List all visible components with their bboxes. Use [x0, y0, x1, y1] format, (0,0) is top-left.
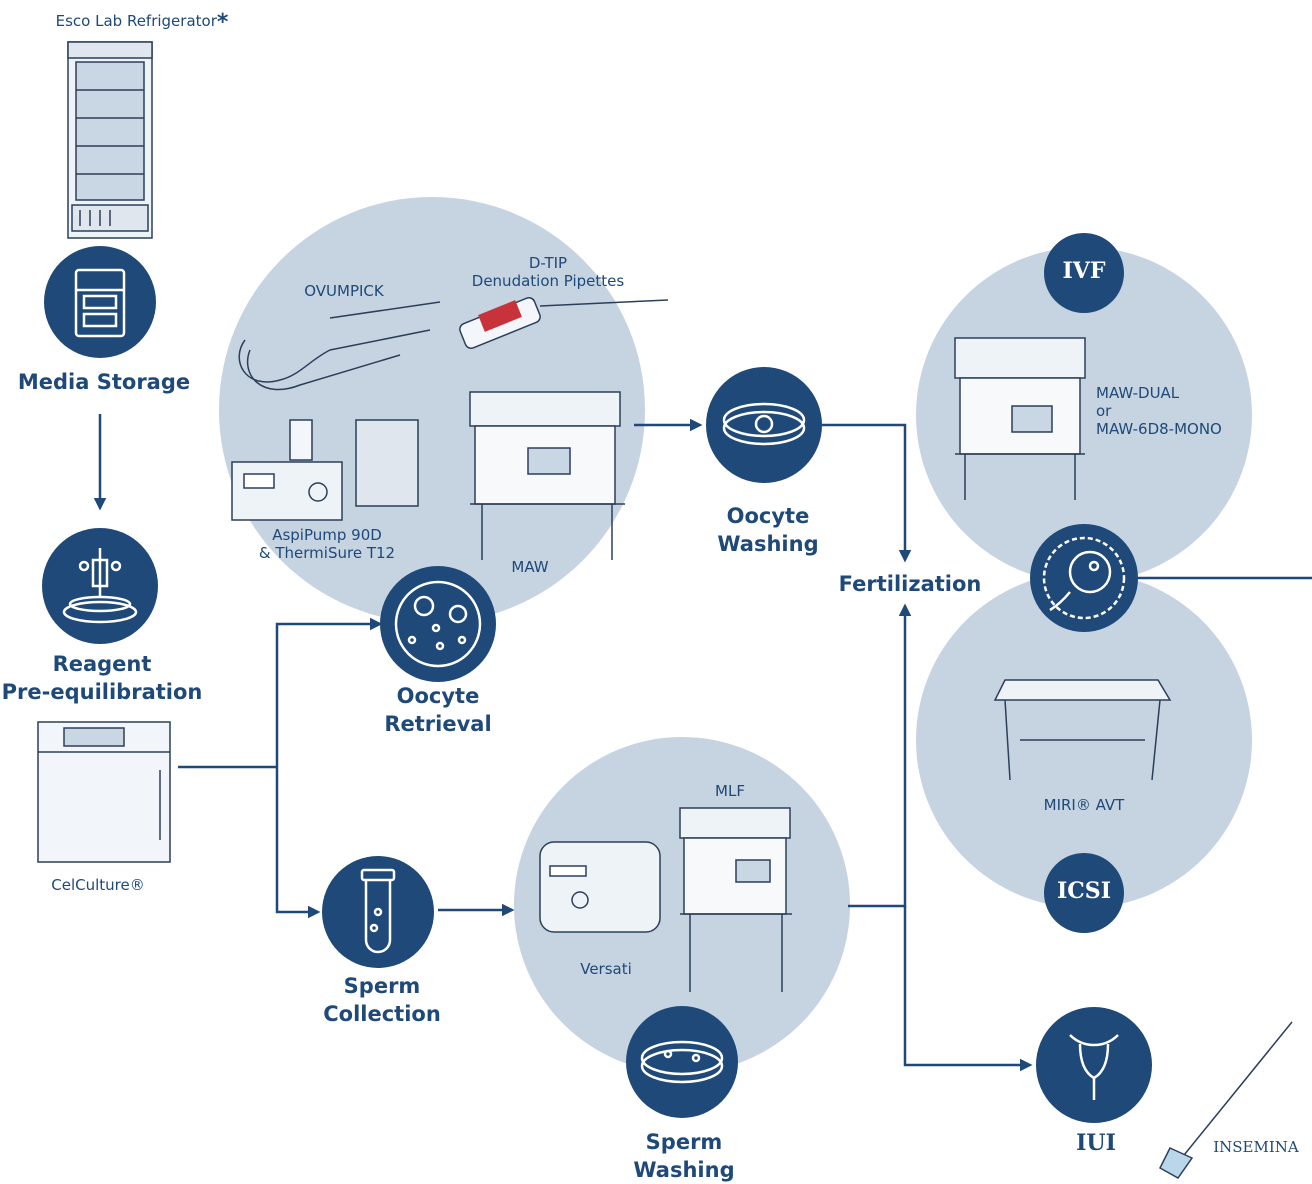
sperm-collection-label-line2: Collection — [323, 1002, 441, 1026]
icsi-badge-text: ICSI — [1057, 878, 1111, 904]
media-storage-label-text: Media Storage — [17, 370, 191, 394]
uterus-icon — [1069, 1034, 1119, 1100]
oocyte-cluster-icon — [394, 580, 482, 668]
sperm-washing-label-line2: Washing — [633, 1158, 735, 1182]
sperm-washing-node — [626, 1006, 738, 1118]
icsi-badge — [1044, 853, 1124, 933]
media-storage-node — [44, 246, 156, 358]
dtip-label-line2: Denudation Pipettes — [471, 272, 625, 290]
oocyte-retrieval-node — [380, 566, 496, 682]
maw-dual-label-line3: MAW-6D8-MONO — [1096, 420, 1222, 438]
test-tube-icon — [360, 868, 396, 954]
to-iui-arrow — [903, 906, 1033, 1072]
fertilization-node — [1030, 524, 1138, 632]
mlf-label: MLF — [715, 782, 745, 800]
reagent-label: Reagent Pre-equilibration — [2, 650, 203, 706]
oocyte-retrieval-label-line2: Retrieval — [384, 712, 492, 736]
maw-dual-label-line1: MAW-DUAL — [1096, 384, 1180, 402]
maw-label: MAW — [511, 558, 548, 576]
oocyte-washing-label-line2: Washing — [717, 532, 819, 556]
aspipump-label-line2: & ThermiSure T12 — [258, 544, 396, 562]
sperm-washing-to-fertilization-arrow — [848, 603, 912, 908]
miri-avt-table-illustration — [993, 679, 1172, 781]
reagent-node — [42, 528, 158, 644]
oocyte-washing-label-line1: Oocyte — [726, 504, 810, 528]
oocyte-washing-node — [706, 367, 822, 483]
fertilization-label: Fertilization — [839, 570, 982, 598]
insemina-label: INSEMINA — [1213, 1138, 1299, 1156]
maw-dual-workstation-illustration — [954, 337, 1086, 500]
refrigerator-label-text: Esco Lab Refrigerator — [55, 12, 217, 30]
sperm-washing-label-line1: Sperm — [645, 1130, 723, 1154]
aspipump-label: AspiPump 90D & ThermiSure T12 — [259, 526, 395, 562]
mlf-workstation-illustration — [679, 807, 792, 992]
miri-avt-label: MIRI® AVT — [1044, 796, 1125, 814]
refrigerator-label: Esco Lab Refrigerator* — [55, 10, 229, 35]
aspipump-label-line1: AspiPump 90D — [272, 526, 382, 544]
media-storage-label: Media Storage — [18, 368, 190, 396]
versati-label: Versati — [580, 960, 632, 978]
dtip-label-line1: D-TIP — [528, 254, 568, 272]
ivf-badge-text: IVF — [1062, 258, 1106, 284]
versati-centrifuge-illustration — [539, 841, 661, 933]
icsi-badge-label: ICSI — [1057, 878, 1111, 904]
branch-to-sperm-collection-arrow — [275, 767, 321, 919]
fertilization-label-text: Fertilization — [838, 572, 982, 596]
refrigerator-icon — [74, 268, 126, 338]
maw-dual-label-line2: or — [1096, 402, 1112, 420]
iui-label-text: IUI — [1076, 1130, 1116, 1156]
oocyte-washing-to-fertilization-arrow — [822, 423, 912, 563]
reagent-label-line1: Reagent — [52, 652, 152, 676]
insemina-label-text: INSEMINA — [1213, 1138, 1299, 1156]
iui-label: IUI — [1076, 1130, 1116, 1156]
dtip-label: D-TIP Denudation Pipettes — [472, 254, 624, 290]
aspipump-illustration — [231, 419, 419, 521]
iui-node — [1036, 1007, 1152, 1123]
oocyte-washing-label: Oocyte Washing — [717, 502, 818, 558]
oocyte-retrieval-label-line1: Oocyte — [396, 684, 480, 708]
pipette-dish-icon — [62, 548, 138, 624]
sperm-collection-node — [322, 856, 434, 968]
ovumpick-label-text: OVUMPICK — [304, 282, 384, 300]
sperm-washing-label: Sperm Washing — [633, 1128, 734, 1184]
branch-to-oocyte-retrieval-arrow — [275, 617, 383, 767]
insemina-catheter-illustration — [1159, 1021, 1293, 1179]
celculture-incubator-illustration — [37, 721, 171, 863]
ivf-badge-label: IVF — [1063, 258, 1106, 284]
ivf-bubble — [916, 247, 1252, 583]
ovumpick-label: OVUMPICK — [304, 282, 384, 300]
oocyte-retrieval-label: Oocyte Retrieval — [384, 682, 491, 738]
egg-sperm-icon — [1042, 536, 1126, 620]
refrigerator-asterisk: * — [216, 10, 229, 35]
flow-connectors — [93, 414, 1312, 1072]
maw-label-text: MAW — [511, 558, 549, 576]
versati-label-text: Versati — [580, 960, 632, 978]
refrigerator-illustration — [67, 41, 153, 239]
dtip-pipette-illustration — [459, 297, 669, 349]
miri-avt-label-text: MIRI® AVT — [1043, 796, 1125, 814]
reagent-label-line2: Pre-equilibration — [1, 680, 203, 704]
celculture-label: CelCulture® — [51, 876, 144, 894]
maw-workstation-illustration — [469, 391, 625, 560]
sperm-collection-label-line1: Sperm — [343, 974, 421, 998]
maw-dual-label: MAW-DUAL or MAW-6D8-MONO — [1096, 384, 1222, 438]
ovumpick-needle-illustration — [238, 301, 441, 391]
sperm-collection-label: Sperm Collection — [323, 972, 441, 1028]
mlf-label-text: MLF — [715, 782, 745, 800]
sperm-dish-icon — [640, 1040, 724, 1084]
celculture-label-text: CelCulture® — [51, 876, 145, 894]
dish-eye-icon — [722, 402, 806, 446]
ivf-badge — [1044, 233, 1124, 313]
